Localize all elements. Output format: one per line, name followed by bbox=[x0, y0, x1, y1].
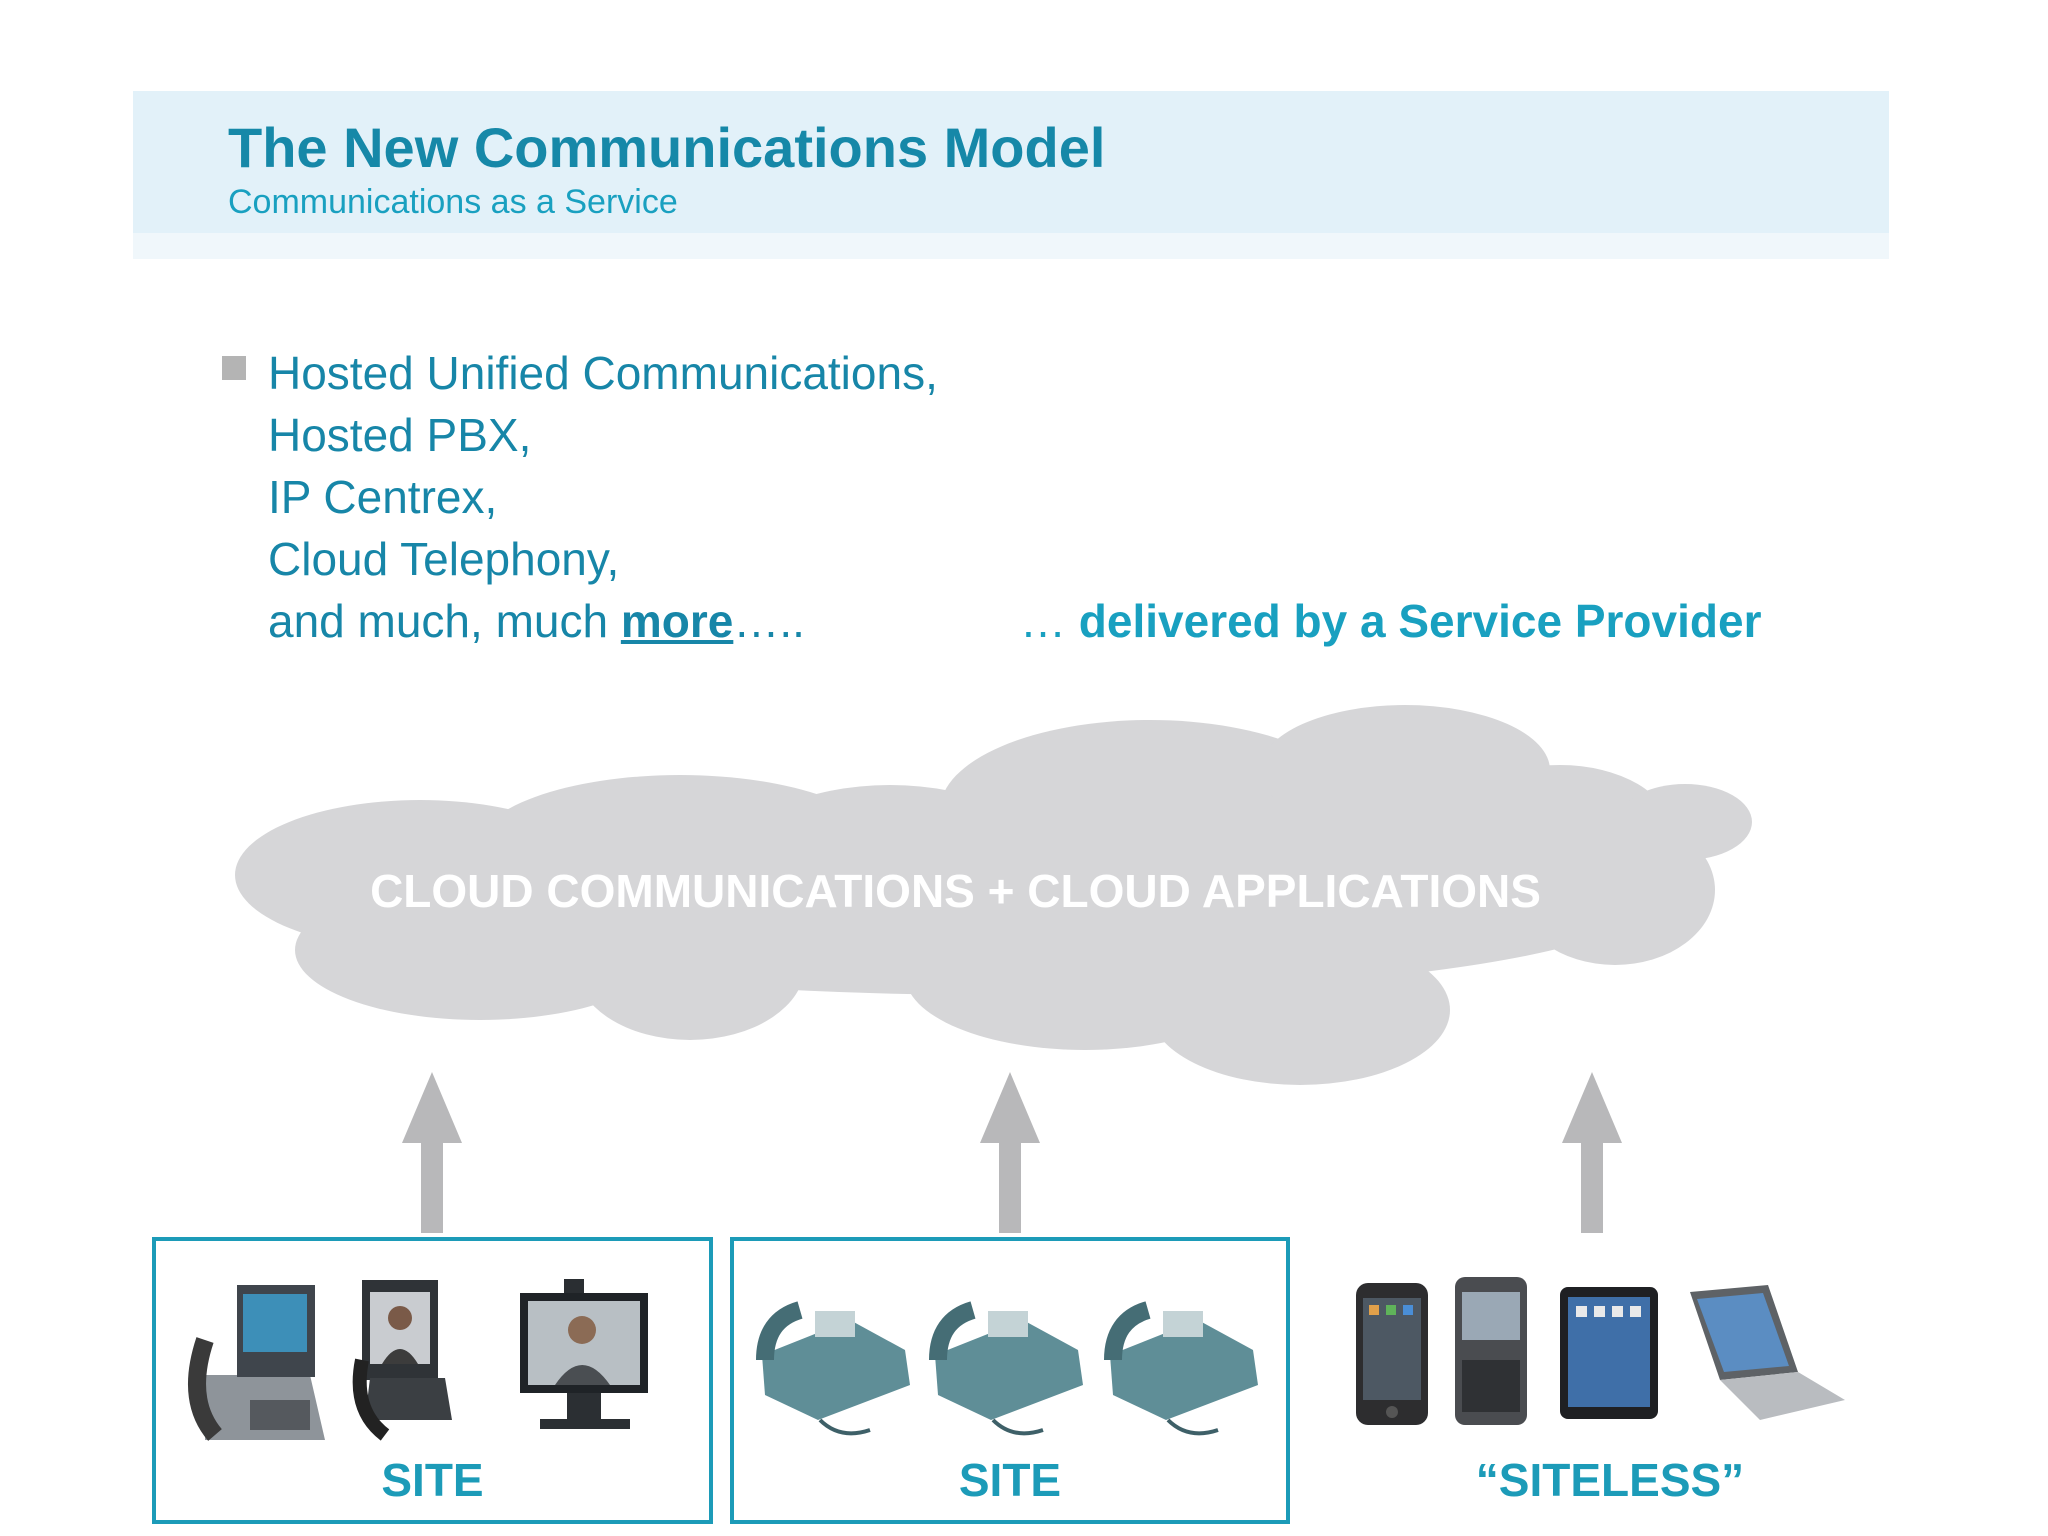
header-band bbox=[133, 91, 1889, 233]
tagline-strong: delivered by a Service Provider bbox=[1078, 595, 1762, 647]
tablet-icon bbox=[1560, 1287, 1658, 1419]
header-strip bbox=[133, 233, 1889, 259]
bullet-line: Hosted PBX, bbox=[268, 409, 532, 461]
video-conference-screen-icon bbox=[520, 1279, 648, 1429]
more-link[interactable]: more bbox=[620, 595, 734, 647]
desk-phone-icon bbox=[1104, 1301, 1258, 1436]
bullet-line: Cloud Telephony, bbox=[268, 533, 620, 585]
desk-phone-icon bbox=[756, 1301, 910, 1436]
blackberry-icon bbox=[1455, 1277, 1527, 1425]
bullet-line-last: and much, much more….. bbox=[268, 598, 805, 644]
laptop-icon bbox=[1690, 1285, 1845, 1420]
smartphone-icon bbox=[1356, 1283, 1428, 1425]
tagline-prefix: … bbox=[1020, 595, 1079, 647]
site-label: SITE bbox=[958, 1454, 1062, 1506]
cloud-shape bbox=[235, 705, 1752, 1085]
bullet-last-suffix: ….. bbox=[733, 595, 805, 647]
bullet-line: IP Centrex, bbox=[268, 471, 498, 523]
bullet-square-icon bbox=[222, 356, 246, 380]
slide-title: The New Communications Model bbox=[228, 116, 1106, 179]
arrow-up-icon bbox=[402, 1072, 462, 1233]
site-label: SITE bbox=[381, 1454, 484, 1506]
upload-arrows bbox=[402, 1072, 1622, 1233]
cloud-label: CLOUD COMMUNICATIONS + CLOUD APPLICATION… bbox=[370, 865, 1541, 917]
bullet-line: Hosted Unified Communications, bbox=[268, 347, 938, 399]
video-desk-phone-icon bbox=[188, 1285, 325, 1441]
slide-subtitle: Communications as a Service bbox=[228, 183, 678, 221]
siteless-label: “SITELESS” bbox=[1475, 1454, 1745, 1506]
desk-phone-icon bbox=[929, 1301, 1083, 1436]
arrow-up-icon bbox=[1562, 1072, 1622, 1233]
service-provider-tagline: … delivered by a Service Provider bbox=[1020, 598, 1761, 644]
arrow-up-icon bbox=[980, 1072, 1040, 1233]
video-phone-icon bbox=[352, 1280, 452, 1441]
bullet-last-prefix: and much, much bbox=[268, 595, 621, 647]
